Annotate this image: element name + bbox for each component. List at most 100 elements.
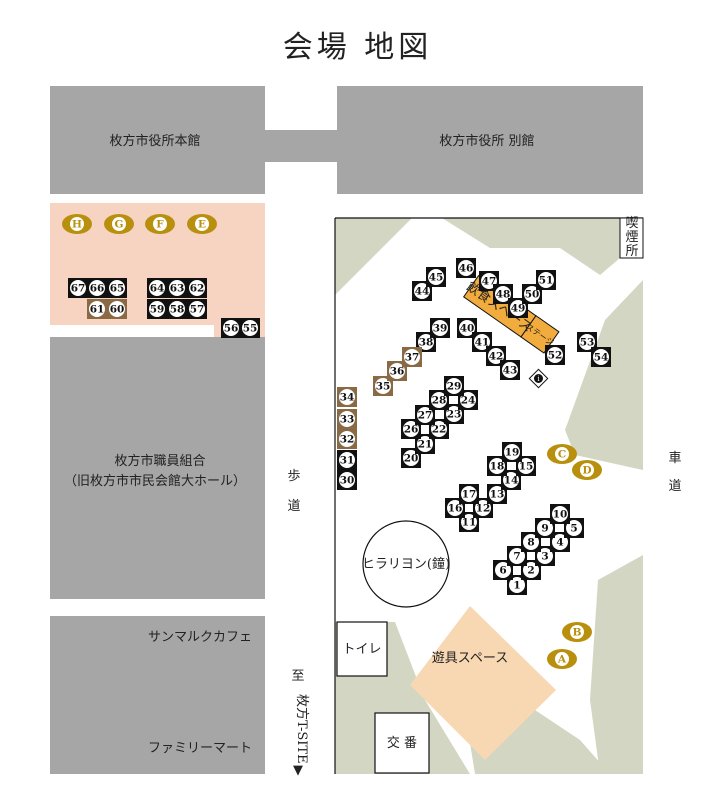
booth-badge [552, 506, 568, 522]
booth-C: C [547, 444, 577, 464]
booth-badge [189, 280, 205, 296]
smoking-label-2: 煙 [625, 230, 638, 245]
booth-badge [417, 436, 433, 452]
booth-number: 21 [418, 439, 433, 451]
booth-badge [593, 349, 609, 365]
green-se [590, 555, 643, 774]
booth-number: 46 [459, 263, 474, 275]
booth-number: 58 [170, 304, 185, 316]
booth-number: 35 [376, 381, 391, 393]
toilet-label: トイレ [342, 642, 381, 657]
booth-layer: 1234567891011121314151617181920212223242… [62, 214, 611, 669]
booth-badge [509, 577, 525, 593]
booth-badge [495, 286, 511, 302]
booth-number: 33 [340, 414, 355, 426]
booth-badge [339, 452, 355, 468]
booth-badge [389, 363, 405, 379]
booth-number: 49 [511, 303, 526, 315]
booth-H: H [62, 214, 92, 234]
smoking-area [619, 217, 644, 259]
booth-39: 39 [430, 318, 450, 338]
booth-badge [489, 458, 505, 474]
oval-booth-badge [112, 217, 126, 231]
booth-18: 18 [487, 456, 507, 476]
booth-badge [375, 378, 391, 394]
mart-label: ファミリーマート [148, 741, 252, 756]
booth-E: E [187, 214, 217, 234]
booth-56: 56 [221, 318, 241, 338]
booth-number: 57 [190, 304, 205, 316]
booth-badge [149, 301, 165, 317]
booth-17: 17 [459, 484, 479, 504]
bekkan-label: 枚方市役所 別館 [439, 133, 534, 149]
shado-label-2: 道 [668, 479, 681, 494]
booth-badge [459, 320, 475, 336]
booth-number: 23 [447, 409, 462, 421]
booth-19: 19 [502, 442, 522, 462]
booth-number: 9 [541, 523, 548, 535]
oval-booth-badge [153, 217, 167, 231]
booth-45: 45 [426, 267, 446, 287]
monument-label: ヒラリヨン(鐘) [362, 556, 450, 572]
booth-60: 60 [107, 299, 127, 319]
booth-badge [189, 301, 205, 317]
oval-booth-badge [70, 217, 84, 231]
booth-33: 33 [337, 409, 357, 429]
booth-badge [149, 280, 165, 296]
booth-number: 62 [190, 283, 205, 295]
green-e [565, 280, 643, 470]
booth-number: 11 [462, 517, 477, 529]
booth-57: 57 [187, 299, 207, 319]
booth-10: 10 [550, 504, 570, 524]
building-kumiai [50, 337, 265, 599]
kumiai-sublabel: （旧枚方市市民会館大ホール） [64, 473, 246, 489]
booth-number: 5 [570, 523, 577, 535]
booth-number: 66 [90, 283, 105, 295]
booth-59: 59 [147, 299, 167, 319]
booth-number: 48 [496, 289, 511, 301]
booth-number: 18 [490, 461, 505, 473]
booth-number: 53 [580, 337, 595, 349]
booth-number: 22 [432, 424, 447, 436]
booth-61: 61 [87, 299, 107, 319]
stage [520, 314, 560, 354]
booth-62: 62 [187, 278, 207, 298]
booth-badge [446, 378, 462, 394]
booth-badge [169, 280, 185, 296]
booth-number: 31 [340, 455, 355, 467]
booth-number: 39 [433, 323, 448, 335]
booth-number: 27 [418, 410, 433, 422]
booth-badge [461, 486, 477, 502]
booth-number: 2 [527, 565, 534, 577]
booth-number: 30 [340, 475, 355, 487]
booth-number: 43 [503, 365, 518, 377]
hodo-label-2: 道 [287, 499, 300, 514]
booth-F: F [145, 214, 175, 234]
booth-badge [89, 301, 105, 317]
booth-number: 4 [556, 537, 563, 549]
oval-booth-badge [195, 217, 209, 231]
to-site-label: 枚方T-SITE [294, 694, 310, 764]
booth-46: 46 [456, 258, 476, 278]
booth-badge [223, 320, 239, 336]
oval-booth-badge [555, 447, 569, 461]
oval-booth-letter: D [582, 465, 591, 477]
booth-badge [537, 520, 553, 536]
toilet [336, 621, 388, 677]
booth-number: 63 [170, 283, 185, 295]
booth-32: 32 [337, 429, 357, 449]
booth-badge [89, 280, 105, 296]
booth-number: 42 [489, 351, 504, 363]
smoking-label-1: 喫 [625, 216, 638, 231]
booth-31: 31 [337, 450, 357, 470]
hodo-label-1: 歩 [287, 469, 300, 484]
booth-number: 32 [340, 434, 355, 446]
to-arrow: ▼ [293, 763, 303, 778]
booth-number: 67 [71, 283, 86, 295]
booth-number: 17 [462, 489, 477, 501]
page-title: 会場 地図 [282, 30, 433, 65]
oval-booth-letter: B [573, 627, 582, 639]
booth-number: 15 [519, 461, 534, 473]
booth-number: 56 [224, 323, 239, 335]
oval-booth-letter: F [156, 219, 164, 231]
